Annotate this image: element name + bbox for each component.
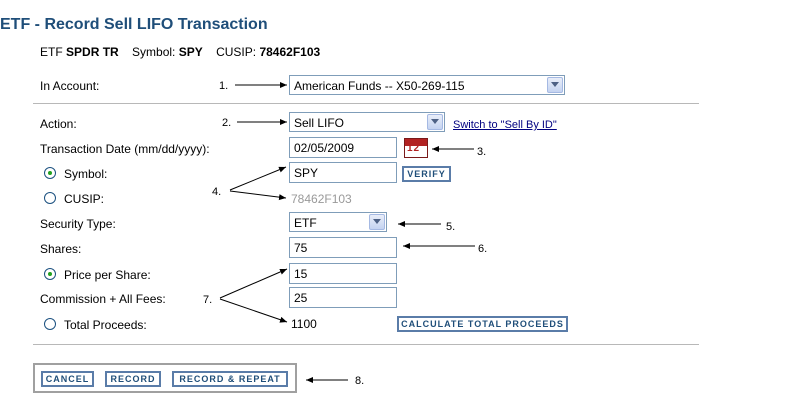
cusip-radio[interactable] (44, 192, 56, 204)
symbol-radio[interactable] (44, 167, 56, 179)
record-button[interactable]: RECORD (105, 371, 161, 387)
commission-fees-label: Commission + All Fees: (40, 292, 166, 306)
switch-sell-by-id-link[interactable]: Switch to "Sell By ID" (453, 119, 557, 131)
calendar-icon[interactable]: 12 (404, 138, 428, 158)
symbol-radio-label: Symbol: (64, 167, 108, 181)
callout-6: 6. (478, 243, 488, 255)
shares-label: Shares: (40, 242, 82, 256)
cancel-button[interactable]: CANCEL (41, 371, 94, 387)
cusip-label: CUSIP: (216, 45, 257, 59)
account-select-value: American Funds -- X50-269-115 (294, 79, 465, 93)
cusip-radio-label: CUSIP: (64, 192, 105, 206)
price-per-share-input[interactable] (289, 263, 397, 284)
total-proceeds-value: 1100 (291, 317, 317, 331)
symbol-input[interactable] (289, 162, 397, 183)
security-name: SPDR TR (66, 45, 119, 59)
security-info: ETF SPDR TR Symbol: SPY CUSIP: 78462F103 (40, 45, 320, 59)
chevron-down-icon[interactable] (547, 77, 563, 93)
symbol-label: Symbol: (132, 45, 176, 59)
record-and-repeat-button[interactable]: RECORD & REPEAT (172, 371, 288, 387)
cusip-field-value: 78462F103 (291, 192, 352, 206)
calendar-icon-text: 12 (407, 143, 421, 154)
security-type-label: Security Type: (40, 217, 116, 231)
security-type-select[interactable]: ETF (289, 212, 387, 232)
callout-8: 8. (355, 375, 365, 387)
total-proceeds-radio[interactable] (44, 318, 56, 330)
shares-input[interactable] (289, 237, 397, 258)
cusip-value: 78462F103 (259, 45, 321, 59)
total-proceeds-label: Total Proceeds: (64, 318, 147, 332)
callout-3: 3. (477, 146, 487, 158)
callout-1: 1. (219, 80, 229, 92)
chevron-down-icon[interactable] (427, 114, 443, 130)
security-type-text: ETF (40, 45, 63, 59)
transaction-date-input[interactable] (289, 137, 397, 158)
chevron-down-icon[interactable] (369, 214, 385, 230)
transaction-date-label: Transaction Date (mm/dd/yyyy): (40, 142, 210, 156)
section-divider (33, 344, 699, 345)
calculate-total-proceeds-button[interactable]: CALCULATE TOTAL PROCEEDS (397, 316, 568, 332)
callout-5: 5. (446, 221, 456, 233)
action-select-value: Sell LIFO (294, 116, 345, 130)
action-select[interactable]: Sell LIFO (289, 112, 445, 132)
action-button-group (33, 363, 297, 393)
price-per-share-radio[interactable] (44, 268, 56, 280)
symbol-value: SPY (178, 45, 203, 59)
commission-fees-input[interactable] (289, 287, 397, 308)
price-per-share-label: Price per Share: (64, 268, 151, 282)
action-label: Action: (40, 117, 77, 131)
callout-7: 7. (203, 294, 213, 306)
callout-4: 4. (212, 186, 222, 198)
security-type-value: ETF (294, 216, 317, 230)
account-select[interactable]: American Funds -- X50-269-115 (289, 75, 565, 95)
callout-2: 2. (222, 117, 232, 129)
account-label: In Account: (40, 79, 100, 93)
section-divider (33, 103, 699, 104)
page-title: ETF - Record Sell LIFO Transaction (0, 16, 268, 33)
verify-button[interactable]: VERIFY (402, 166, 451, 182)
